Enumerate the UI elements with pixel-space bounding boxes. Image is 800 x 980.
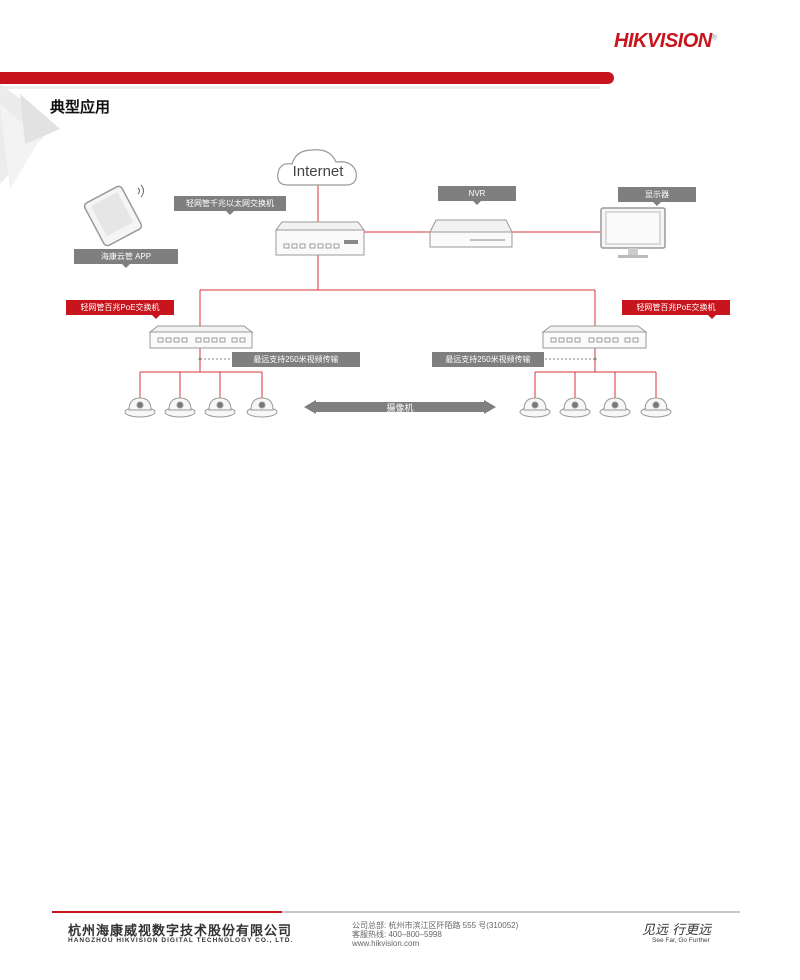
slogan-cn: 见远 行更远 <box>642 923 712 938</box>
nvr-tag: NVR <box>438 186 516 205</box>
left-poe-switch-icon <box>148 325 254 349</box>
monitor-icon <box>600 207 666 258</box>
monitor-tag: 显示器 <box>618 187 696 206</box>
header-red-bar <box>0 72 614 84</box>
section-title: 典型应用 <box>50 99 111 116</box>
connection-lines <box>139 185 657 398</box>
dome-camera-icon <box>519 397 551 418</box>
company-address: 公司总部: 杭州市滨江区阡陌路 555 号(310052) <box>352 921 519 930</box>
right-distance-tag: 最远支持250米视频传输 <box>432 352 544 367</box>
company-website: www.hikvision.com <box>352 939 420 948</box>
header-bar-shadow <box>0 86 600 89</box>
core-switch-icon <box>275 221 365 256</box>
camera-range-arrow <box>304 400 496 414</box>
company-name-en: HANGZHOU HIKVISION DIGITAL TECHNOLOGY CO… <box>68 937 294 944</box>
app-tag: 海康云管 APP <box>74 249 178 268</box>
wifi-icon <box>137 184 144 198</box>
service-hotline: 客服热线: 400–800–5998 <box>352 930 442 939</box>
smartphone-icon <box>83 185 143 247</box>
camera-label: 摄像机 <box>386 403 414 413</box>
right-poe-switch-icon <box>541 325 648 349</box>
cloud-icon <box>277 149 357 186</box>
left-poe-switch-tag: 轻网管百兆PoE交换机 <box>66 300 174 319</box>
dome-camera-icon <box>164 397 196 418</box>
slogan-en: See Far, Go Further <box>652 937 710 944</box>
network-diagram <box>83 149 672 418</box>
left-distance-tag: 最远支持250米视频传输 <box>232 352 360 367</box>
footer-red-accent <box>52 911 282 913</box>
right-poe-switch-tag: 轻网管百兆PoE交换机 <box>622 300 730 319</box>
dome-camera-icon <box>559 397 591 418</box>
core-switch-tag: 轻网管千兆以太网交换机 <box>174 196 286 215</box>
dome-camera-icon <box>124 397 156 418</box>
dome-camera-icon <box>599 397 631 418</box>
hikvision-logo: HIKVISION® <box>614 30 717 52</box>
internet-label: Internet <box>292 163 344 180</box>
footer-divider <box>52 911 740 913</box>
dome-camera-icon <box>246 397 278 418</box>
company-name-cn: 杭州海康威视数字技术股份有限公司 <box>68 923 293 938</box>
nvr-icon <box>429 219 513 248</box>
decorative-triangles <box>0 84 60 189</box>
dome-camera-icon <box>204 397 236 418</box>
dome-camera-icon <box>640 397 672 418</box>
